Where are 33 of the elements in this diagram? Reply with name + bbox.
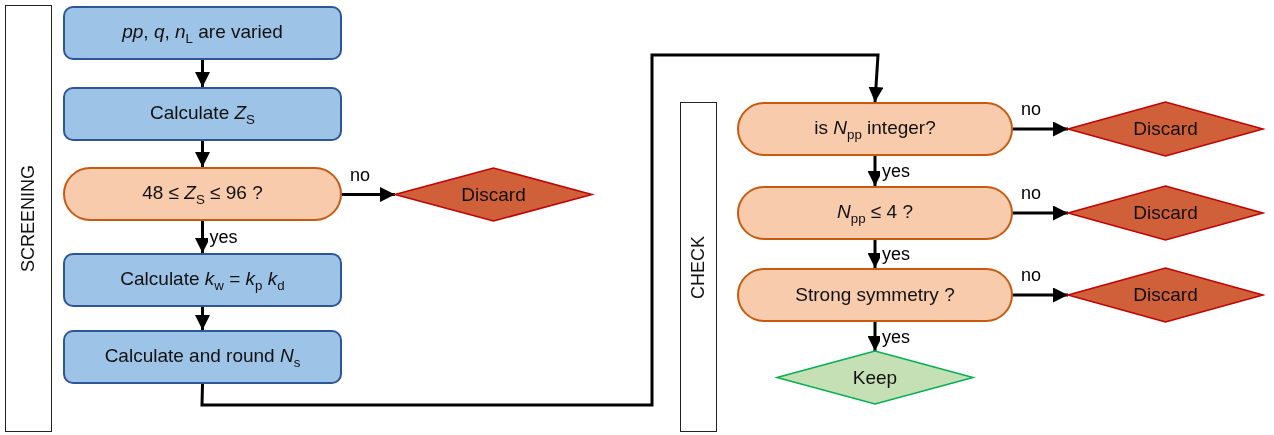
process-box <box>63 6 342 60</box>
arrow <box>200 53 884 407</box>
process-box <box>63 87 342 141</box>
question-text: Strong symmetry ? <box>795 284 955 306</box>
section-title: CHECK <box>688 235 709 299</box>
result-text: Keep <box>852 366 898 389</box>
arrow <box>195 141 210 167</box>
question-text: 48 ≤ Z$_{S}$ ≤ 96 ? <box>142 181 263 207</box>
process-box <box>63 330 342 384</box>
arrow <box>1013 205 1068 221</box>
decision-box <box>737 102 1013 156</box>
question-text: is N$_{pp}$ integer? <box>814 116 936 142</box>
decision-box <box>63 167 342 221</box>
arrow <box>195 60 210 87</box>
step-text: Calculate Z$_{S}$ <box>150 101 255 127</box>
step-text: Calculate and round N$_{s}$ <box>104 344 301 370</box>
result-text: Discard <box>461 183 526 206</box>
arrow <box>195 307 210 330</box>
section-band <box>5 5 52 432</box>
section-title: SCREENING <box>18 165 39 272</box>
decision-box <box>737 268 1013 322</box>
section-band <box>680 102 717 432</box>
result-text: Discard <box>1133 202 1198 224</box>
arrow <box>1013 287 1068 303</box>
arrow <box>1013 121 1068 137</box>
step-text: pp, q, n$_{L}$ are varied <box>122 20 283 46</box>
result-text: Discard <box>1133 118 1198 140</box>
process-box <box>63 253 342 307</box>
question-text: N$_{pp}$ ≤ 4 ? <box>837 200 913 226</box>
arrow <box>342 187 395 202</box>
step-text: Calculate k$_{w}$ = k$_{p}$ k$_{d}$ <box>120 267 285 293</box>
decision-box <box>737 186 1013 240</box>
result-text: Discard <box>1133 284 1198 306</box>
